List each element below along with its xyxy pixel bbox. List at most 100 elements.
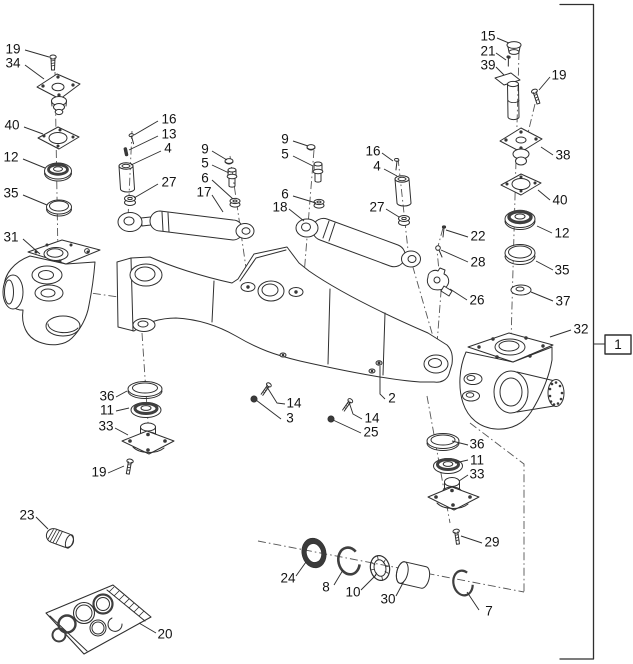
- callout-13-6: 6: [201, 171, 209, 186]
- callout-24-15: 15: [480, 29, 495, 44]
- leader-21-22: [445, 229, 469, 238]
- grooved-washer-10: [369, 555, 391, 581]
- callout-11-9: 9: [201, 142, 209, 157]
- lower-kingpin-cap-33-left: [121, 422, 175, 455]
- callout-49-10: 10: [345, 585, 360, 600]
- leader-14-9: [292, 140, 309, 147]
- callout-52-23: 23: [19, 508, 34, 523]
- callout-40-11: 11: [100, 403, 114, 418]
- bolt-19-top-right: [531, 88, 541, 105]
- bolt-19-top-left: [49, 54, 57, 71]
- leader-24-15: [496, 37, 510, 44]
- steering-cylinder-18: [295, 217, 421, 268]
- bearing-12-left: [44, 162, 72, 182]
- kingpin-bushing-4-right: [394, 175, 412, 207]
- bearing-11-right: [433, 458, 463, 474]
- callout-51-24: 24: [280, 571, 296, 586]
- leader-23-26: [449, 288, 468, 301]
- callout-28-38: 38: [555, 148, 570, 163]
- seal-ring-35-left: [46, 199, 72, 217]
- leader-4-35: [22, 194, 48, 206]
- leader-0-19: [24, 49, 50, 58]
- leader-6-16: [133, 120, 159, 136]
- grease-fitting-5-left: [226, 167, 238, 188]
- callout-14-9: 9: [281, 132, 289, 147]
- callout-31-35: 35: [554, 263, 569, 278]
- assembly-bracket: 1: [559, 3, 632, 660]
- grease-fitting-5-right: [312, 161, 324, 183]
- callout-26-39: 39: [480, 58, 495, 73]
- callout-35-14: 14: [286, 396, 302, 411]
- callout-3-12: 12: [3, 150, 18, 165]
- leader-51-24: [295, 561, 307, 577]
- steering-cylinder-17: [117, 210, 255, 241]
- leader-42-19: [107, 465, 125, 474]
- callout-4-35: 35: [3, 186, 18, 201]
- leader-8-4: [130, 150, 162, 166]
- nut-6-right: [313, 198, 325, 209]
- leader-47-7: [466, 591, 480, 611]
- bolt-29: [452, 528, 460, 545]
- screw-21: [506, 55, 511, 67]
- callout-12-5: 5: [201, 156, 209, 171]
- leader-49-10: [360, 574, 377, 591]
- leader-18-16: [381, 152, 394, 162]
- leader-38-25: [332, 419, 362, 434]
- leader-30-12: [536, 225, 553, 234]
- leader-34-2: [379, 366, 386, 400]
- callout-29-40: 40: [552, 193, 567, 208]
- leader-16-6: [292, 195, 317, 204]
- callout-19-4: 4: [373, 159, 381, 174]
- callout-27-19: 19: [551, 68, 566, 83]
- leader-25-21: [495, 52, 507, 61]
- callout-41-33: 33: [98, 419, 113, 434]
- seal-ring-36-right: [426, 433, 460, 451]
- bolt-14-left: [260, 382, 272, 396]
- callout-34-2: 2: [388, 391, 396, 406]
- callout-1-34: 34: [5, 56, 21, 71]
- callout-20-27: 27: [369, 200, 384, 215]
- callout-36-3: 3: [286, 411, 294, 426]
- callout-39-36: 36: [99, 389, 114, 404]
- cap-15: [506, 41, 522, 55]
- pin-13: [123, 147, 129, 157]
- leader-7-13: [128, 135, 159, 151]
- leader-2-40: [23, 126, 44, 135]
- bolt-19-lower-left: [125, 458, 134, 475]
- bearing-11-left: [130, 402, 162, 418]
- leader-lines: [22, 37, 572, 634]
- callout-16-6: 6: [281, 187, 289, 202]
- seal-ring-35-right: [504, 244, 536, 265]
- leader-27-19: [538, 76, 551, 91]
- snap-ring-7: [452, 569, 474, 597]
- callout-42-19: 19: [91, 465, 106, 480]
- leader-29-40: [537, 189, 551, 201]
- axle-housing-drawing: [116, 246, 453, 383]
- leader-17-18: [288, 208, 305, 222]
- callout-47-7: 7: [485, 604, 493, 619]
- screw-16-left: [128, 133, 135, 145]
- callout-6-16: 16: [161, 112, 176, 127]
- leader-46-29: [460, 535, 483, 544]
- leader-33-32: [549, 329, 572, 338]
- screw-16-right: [394, 157, 400, 171]
- callout-21-22: 22: [470, 229, 485, 244]
- leader-15-5: [292, 155, 314, 167]
- kingpin-bushing-4-left: [118, 162, 135, 193]
- leader-48-30: [395, 580, 405, 597]
- leader-35-14: [266, 386, 286, 405]
- callout-48-30: 30: [380, 592, 395, 607]
- callout-22-28: 28: [470, 255, 485, 270]
- assembly-ref-label: 1: [614, 337, 622, 352]
- callout-33-32: 32: [573, 322, 588, 337]
- leader-37-14: [348, 401, 363, 420]
- callout-17-18: 18: [272, 200, 287, 215]
- bushing-30: [395, 561, 431, 589]
- leader-31-35: [535, 260, 554, 271]
- leader-1-34: [24, 64, 45, 80]
- callout-32-37: 37: [555, 294, 570, 309]
- leader-52-23: [35, 516, 49, 530]
- gasket-40-right: [500, 173, 542, 196]
- callout-18-16: 16: [365, 144, 380, 159]
- leader-50-8: [333, 569, 344, 586]
